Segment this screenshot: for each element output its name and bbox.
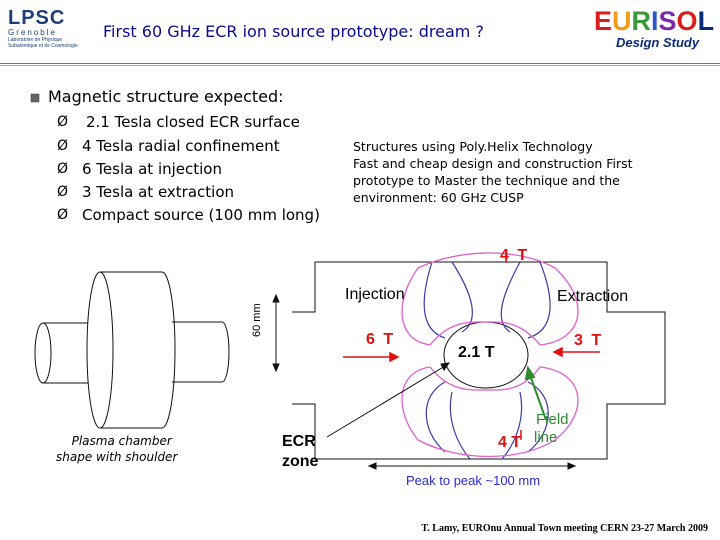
diamond-bullet-icon — [30, 93, 40, 103]
eurisol-logo-letter: I — [651, 6, 659, 36]
eurisol-logo-subtitle: Design Study — [616, 35, 700, 50]
six-tesla-label: 6 T — [366, 331, 396, 348]
header-divider-secondary — [0, 65, 720, 66]
footer-citation: T. Lamy, EUROnu Annual Town meeting CERN… — [421, 523, 708, 534]
slide-title: First 60 GHz ECR ion source prototype: d… — [103, 22, 484, 41]
structures-line: prototype to Master the technique and th… — [353, 173, 620, 188]
structures-line: environment: 60 GHz CUSP — [353, 190, 524, 205]
section-heading: Magnetic structure expected: — [48, 87, 284, 106]
field-line-arrow — [524, 365, 547, 421]
bullet-item: 6 Tesla at injection — [82, 160, 222, 178]
eurisol-logo-letter: R — [631, 6, 652, 36]
ecr-2-1-tesla-label: 2.1 T — [458, 344, 495, 361]
chamber-section-outline — [292, 261, 666, 460]
ecr-zone-arrow — [326, 362, 451, 438]
eurisol-logo: EURISOL Design Study — [594, 6, 716, 52]
peak-to-peak-label: Peak to peak ~100 mm — [406, 473, 541, 488]
four-tesla-top-label: 4 T — [500, 247, 530, 264]
structures-line: Structures using Poly.Helix Technology — [353, 139, 593, 154]
injection-label: Injection — [345, 286, 405, 303]
ecr-zone-line: ECR — [282, 433, 316, 450]
extraction-label: Extraction — [557, 288, 629, 305]
lpsc-logo-line1: Laboratoire de Physique — [8, 37, 63, 43]
structures-description: Structures using Poly.Helix Technology F… — [353, 138, 633, 206]
lpsc-logo-name: LPSC — [8, 7, 66, 29]
pink-field-contours — [401, 252, 579, 458]
bullet-item: 4 Tesla radial confinement — [82, 137, 280, 155]
arrow-bullet-icon: Ø — [57, 138, 69, 154]
caption-line: shape with shoulder — [56, 450, 178, 464]
field-line-word: Field — [536, 411, 569, 428]
lpsc-logo: LPSC Grenoble Laboratoire de Physique Su… — [8, 8, 90, 54]
bullet-item: 3 Tesla at extraction — [82, 183, 234, 201]
three-tesla-arrow — [552, 346, 600, 358]
lpsc-logo-line2: Subatomique et de Cosmologie — [8, 43, 78, 49]
ecr-zone-line: zone — [282, 453, 319, 470]
dimension-60mm-label: 60 mm — [251, 303, 263, 337]
header-divider — [0, 63, 720, 64]
arrow-bullet-icon: Ø — [57, 184, 69, 200]
arrow-bullet-icon: Ø — [57, 207, 69, 223]
caption-line: Plasma chamber — [71, 434, 172, 448]
eurisol-logo-letter: L — [697, 6, 715, 36]
lpsc-logo-city: Grenoble — [8, 28, 57, 37]
magnetic-field-lines — [423, 261, 551, 460]
six-tesla-arrow — [343, 351, 400, 363]
eurisol-logo-word: EURISOL — [594, 6, 716, 36]
field-line-word: line — [534, 429, 558, 446]
plasma-chamber-drawing — [34, 271, 230, 429]
arrow-bullet-icon: Ø — [57, 161, 69, 177]
bullet-item: 2.1 Tesla closed ECR surface — [86, 113, 300, 131]
eurisol-logo-letter: S — [658, 6, 677, 36]
eurisol-logo-letter: E — [594, 6, 613, 36]
dimension-60mm-arrow — [272, 293, 280, 373]
peak-to-peak-dimension — [367, 462, 577, 470]
four-tesla-bottom-label: 4 T — [498, 434, 522, 451]
field-line-label: Field line — [534, 411, 569, 447]
plasma-chamber-caption: Plasma chamber shape with shoulder — [56, 433, 177, 465]
bullet-item: Compact source (100 mm long) — [82, 206, 320, 224]
three-tesla-label: 3 T — [574, 332, 604, 349]
ecr-zone-label: ECR zone — [282, 432, 318, 472]
structures-line: Fast and cheap design and construction F… — [353, 156, 633, 171]
arrow-bullet-icon: Ø — [57, 114, 69, 130]
eurisol-logo-letter: U — [612, 6, 632, 36]
eurisol-logo-letter: O — [676, 6, 698, 36]
